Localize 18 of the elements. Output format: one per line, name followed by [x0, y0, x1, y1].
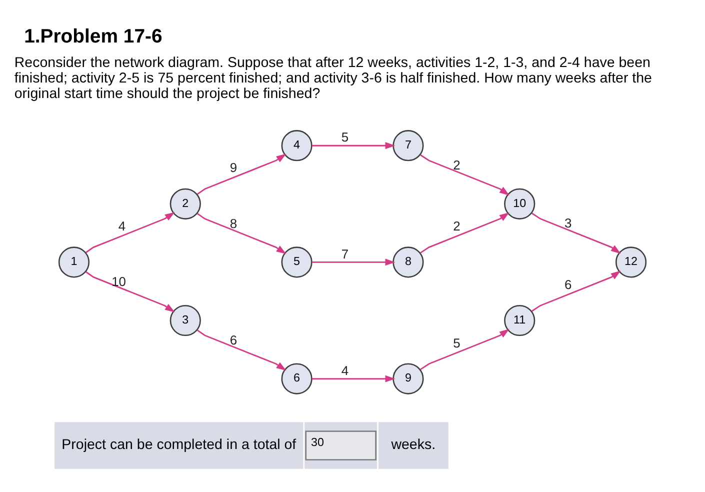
label: Project can be completed in a total of	[62, 437, 296, 454]
label: 30	[311, 436, 324, 449]
edge-label: 2	[453, 218, 460, 234]
diagram-title: 1.Problem 17-6	[24, 26, 162, 48]
edge-label: 5	[453, 335, 460, 350]
edge-label: 9	[230, 160, 238, 176]
edge-label: 3	[564, 216, 572, 231]
edge-label: 6	[230, 332, 238, 348]
edge-label: 4	[341, 362, 349, 378]
edge-label: 10	[112, 274, 126, 290]
edge-label: 7	[341, 246, 349, 262]
edge-label: 8	[230, 216, 238, 231]
label: weeks.	[391, 437, 436, 454]
edge-label: 4	[118, 218, 126, 234]
label: Reconsider the network diagram. Suppose that after 12 weeks, activities 1-2, 1-3, and 2-4 have been finished; activity 2-5 is 75 percent finished; and activity 3-6 is half finished. How many weeks after the original start time should the project be finished?	[14, 54, 652, 102]
edge-label: 6	[564, 277, 572, 292]
edge-label: 5	[341, 130, 349, 145]
edge-label: 2	[453, 157, 460, 172]
